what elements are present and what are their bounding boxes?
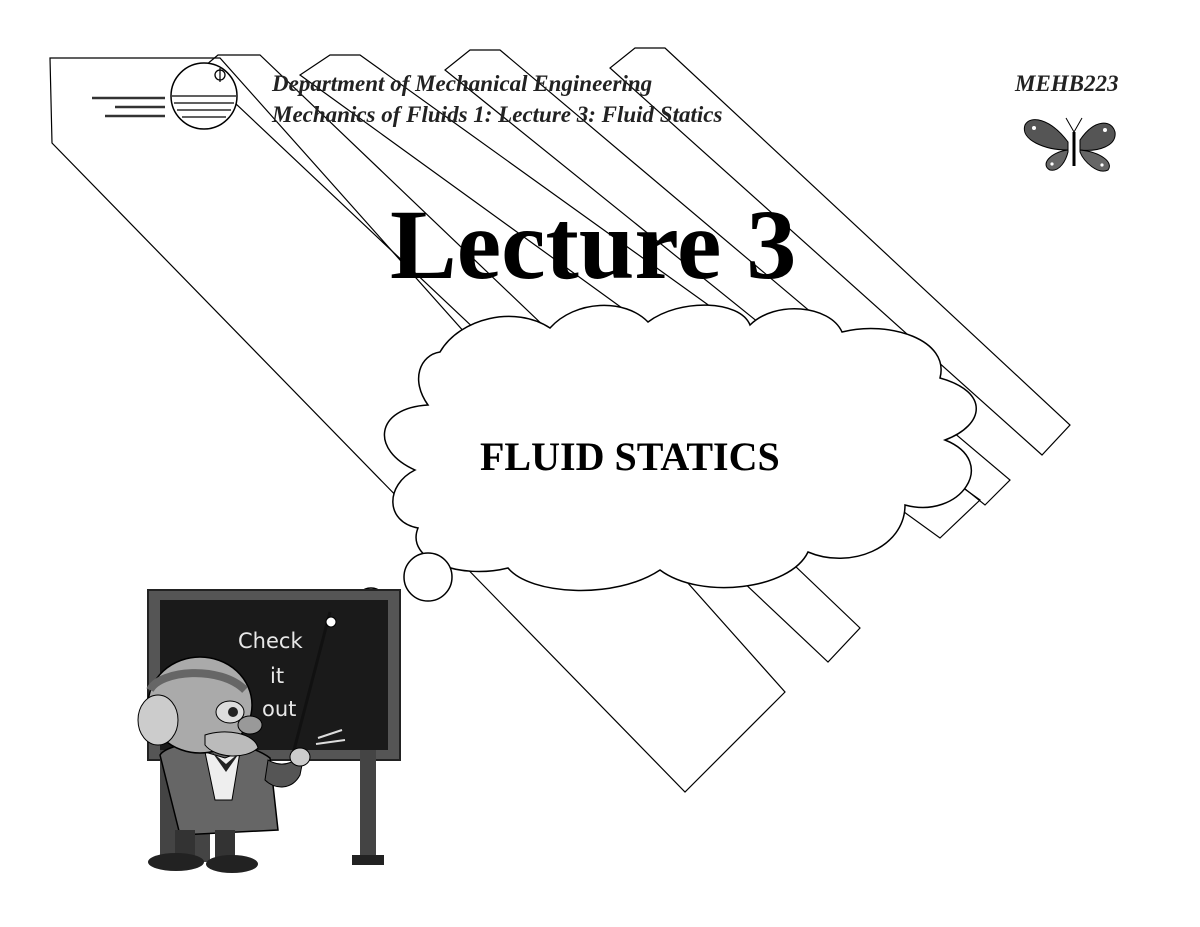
slide-title: Lecture 3 bbox=[390, 189, 797, 300]
ribbon-3 bbox=[298, 54, 981, 539]
university-logo bbox=[92, 62, 238, 130]
butterfly-icon bbox=[1023, 117, 1116, 172]
ribbon-1 bbox=[49, 57, 786, 793]
course-title: Mechanics of Fluids 1: Lecture 3: Fluid … bbox=[272, 102, 723, 127]
ribbon-5 bbox=[609, 47, 1071, 456]
teacher-illustration bbox=[137, 611, 337, 873]
department-name: Department of Mechanical Engineering bbox=[272, 71, 653, 96]
slide-subtitle: FLUID STATICS bbox=[480, 434, 780, 479]
ribbon-4 bbox=[444, 49, 1011, 506]
chalk-line-3: out bbox=[262, 697, 296, 721]
chalk-line-2: it bbox=[270, 664, 284, 688]
chalk-line-1: Check bbox=[238, 629, 303, 653]
course-code: MEHB223 bbox=[1015, 71, 1119, 96]
